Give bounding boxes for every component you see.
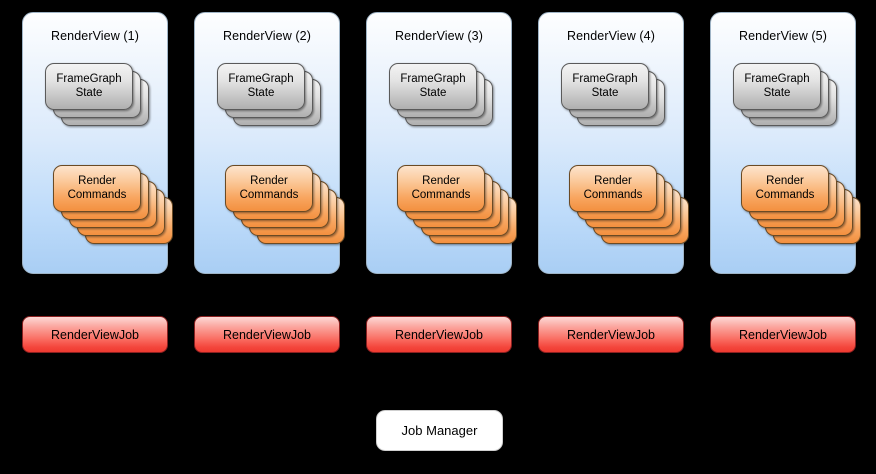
renderviewjob-node[interactable]: RenderViewJob — [22, 316, 168, 353]
renderview-panel-title: RenderView (4) — [566, 29, 655, 43]
job-manager-node[interactable]: Job Manager — [376, 410, 503, 451]
framegraph-state-label: FrameGraph State — [572, 73, 638, 99]
renderviewjob-node[interactable]: RenderViewJob — [538, 316, 684, 353]
renderview-panel-title: RenderView (1) — [50, 29, 139, 43]
framegraph-state-label: FrameGraph State — [744, 73, 810, 99]
framegraph-state-card[interactable]: FrameGraph State — [733, 63, 821, 110]
framegraph-state-card[interactable]: FrameGraph State — [561, 63, 649, 110]
render-commands-card[interactable]: Render Commands — [225, 165, 313, 212]
renderviewjob-label: RenderViewJob — [50, 327, 140, 342]
renderviewjob-node[interactable]: RenderViewJob — [710, 316, 856, 353]
framegraph-state-label: FrameGraph State — [56, 73, 122, 99]
renderview-panel-title: RenderView (3) — [394, 29, 483, 43]
render-commands-label: Render Commands — [239, 175, 299, 201]
render-commands-card[interactable]: Render Commands — [397, 165, 485, 212]
job-manager-label: Job Manager — [401, 423, 478, 438]
renderviewjob-node[interactable]: RenderViewJob — [366, 316, 512, 353]
renderviewjob-label: RenderViewJob — [394, 327, 484, 342]
render-commands-card[interactable]: Render Commands — [53, 165, 141, 212]
framegraph-state-card[interactable]: FrameGraph State — [389, 63, 477, 110]
framegraph-state-label: FrameGraph State — [228, 73, 294, 99]
framegraph-state-card[interactable]: FrameGraph State — [45, 63, 133, 110]
renderviewjob-label: RenderViewJob — [222, 327, 312, 342]
renderview-panel-title: RenderView (2) — [222, 29, 311, 43]
renderview-panel-title: RenderView (5) — [738, 29, 827, 43]
renderviewjob-label: RenderViewJob — [566, 327, 656, 342]
render-commands-card[interactable]: Render Commands — [741, 165, 829, 212]
render-commands-label: Render Commands — [755, 175, 815, 201]
render-commands-label: Render Commands — [411, 175, 471, 201]
renderviewjob-node[interactable]: RenderViewJob — [194, 316, 340, 353]
render-commands-label: Render Commands — [67, 175, 127, 201]
renderviewjob-label: RenderViewJob — [738, 327, 828, 342]
framegraph-state-card[interactable]: FrameGraph State — [217, 63, 305, 110]
render-commands-card[interactable]: Render Commands — [569, 165, 657, 212]
framegraph-state-label: FrameGraph State — [400, 73, 466, 99]
render-commands-label: Render Commands — [583, 175, 643, 201]
